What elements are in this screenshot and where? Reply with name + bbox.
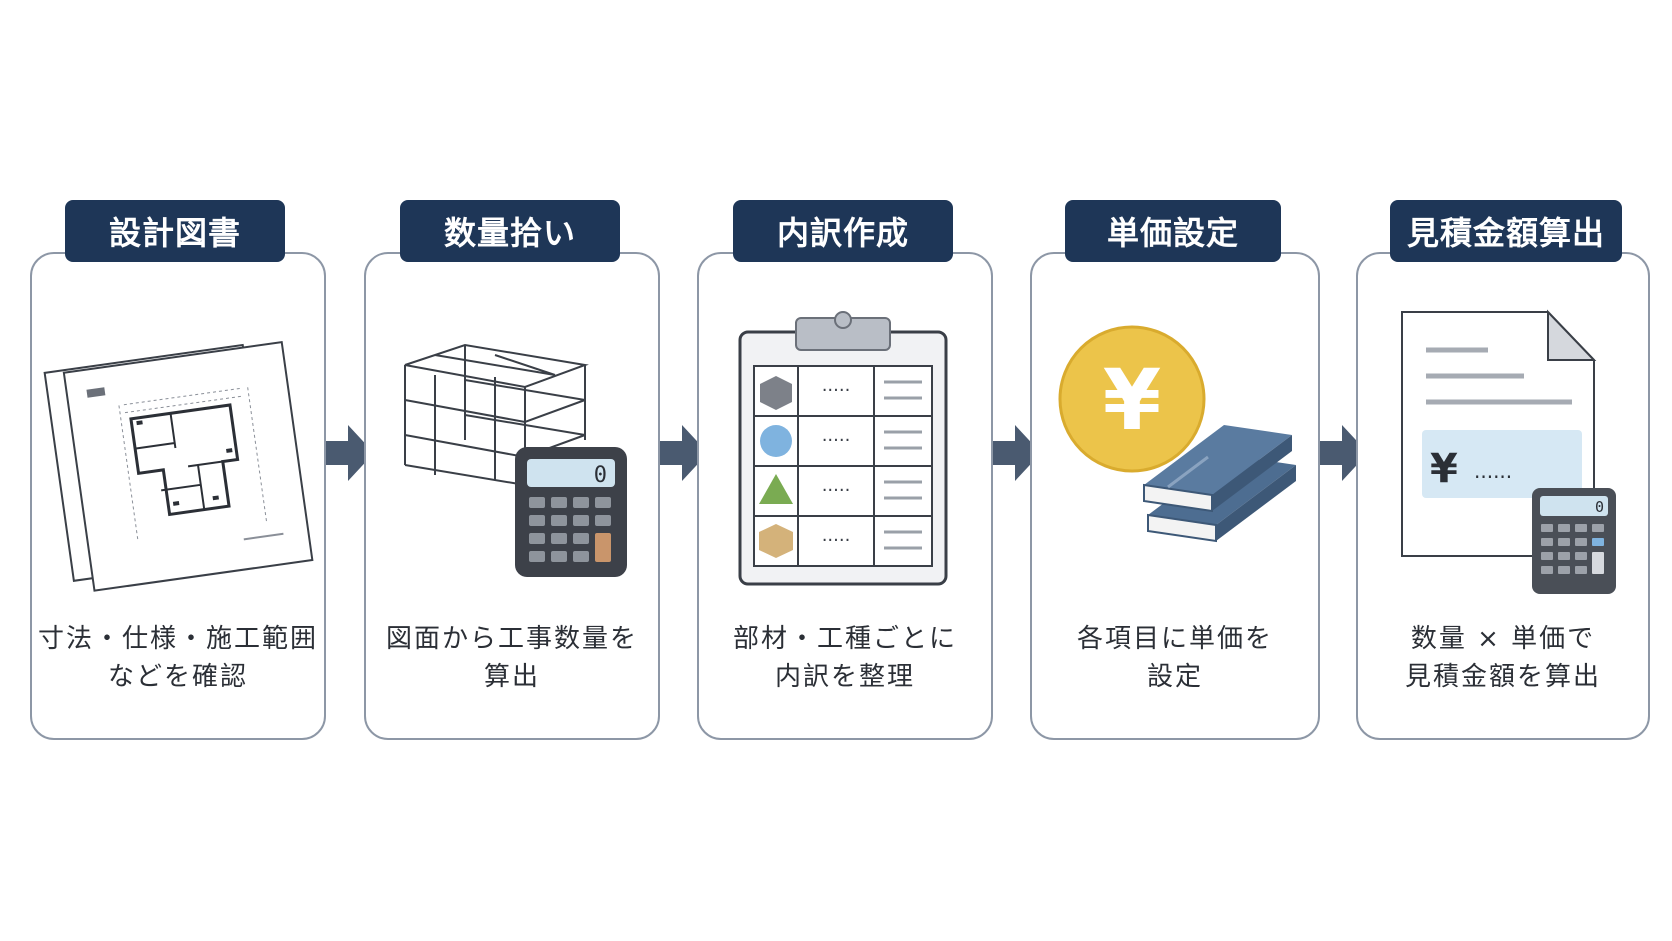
estimate-yen-symbol: ¥ xyxy=(1430,446,1458,492)
step-desc-2-line1: 図面から工事数量を xyxy=(385,624,638,654)
estimate-dots: ...... xyxy=(1474,459,1512,483)
step-title-5: 見積金額算出 xyxy=(1390,200,1622,262)
step-desc-1: 寸法・仕様・施工範囲 などを確認 xyxy=(30,620,326,696)
step-desc-2-line2: 算出 xyxy=(483,662,540,692)
step-desc-1-line2: などを確認 xyxy=(107,662,248,692)
row-dots-2: ····· xyxy=(822,430,851,451)
clipboard-icon: ····· ····· ····· ····· xyxy=(738,311,948,586)
step-desc-5-line2: 見積金額を算出 xyxy=(1404,662,1601,692)
calculator-display: 0 xyxy=(594,463,607,488)
yen-symbol: ¥ xyxy=(1103,351,1161,449)
step-desc-3-line1: 部材・工種ごとに xyxy=(732,624,957,654)
step-desc-5: 数量 × 単価で 見積金額を算出 xyxy=(1356,620,1650,696)
step-desc-3-line2: 内訳を整理 xyxy=(774,662,915,692)
step-title-1: 設計図書 xyxy=(65,200,285,262)
yen-coin-books-icon: ¥ xyxy=(1058,325,1296,543)
step-title-4: 単価設定 xyxy=(1065,200,1281,262)
blueprint-icon xyxy=(43,341,314,592)
step-desc-5-line1: 数量 × 単価で xyxy=(1410,624,1596,654)
arrow-4 xyxy=(1320,425,1368,481)
estimate-document-icon: ¥ ...... 0 xyxy=(1401,309,1616,594)
step-desc-3: 部材・工種ごとに 内訳を整理 xyxy=(697,620,993,696)
step-desc-4-line1: 各項目に単価を xyxy=(1076,624,1273,654)
step-desc-4-line2: 設定 xyxy=(1146,662,1203,692)
row-dots-3: ····· xyxy=(822,480,851,501)
step-desc-1-line1: 寸法・仕様・施工範囲 xyxy=(37,624,318,654)
row-dots-4: ····· xyxy=(822,530,851,551)
arrow-2 xyxy=(660,425,708,481)
mini-calculator-display: 0 xyxy=(1595,498,1604,516)
arrow-1 xyxy=(326,425,374,481)
step-title-3: 内訳作成 xyxy=(733,200,953,262)
arrow-3 xyxy=(993,425,1041,481)
structure-calculator-icon: 0 xyxy=(404,343,627,577)
row-dots-1: ····· xyxy=(822,380,851,401)
step-desc-2: 図面から工事数量を 算出 xyxy=(364,620,660,696)
step-title-2: 数量拾い xyxy=(400,200,620,262)
step-desc-4: 各項目に単価を 設定 xyxy=(1030,620,1320,696)
